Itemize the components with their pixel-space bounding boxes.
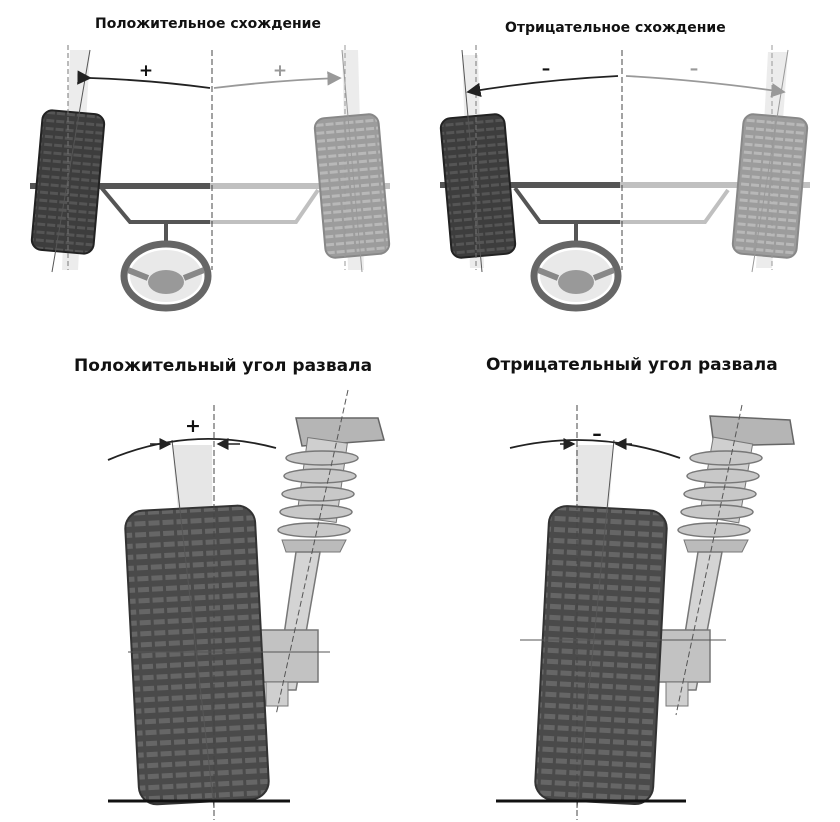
wheel-plane-right	[341, 49, 363, 273]
toe-arc-dark	[77, 70, 211, 89]
camber-wheel-plane	[171, 439, 215, 809]
camber-negative-title: Отрицательный угол развала	[486, 355, 778, 375]
toe-positive-title: Положительное схождение	[95, 16, 321, 32]
toe-negative-figure: – –	[439, 45, 810, 312]
camber-arc	[107, 438, 277, 461]
tire-right-light	[313, 113, 391, 259]
toe-arc-light-2	[625, 75, 786, 98]
tie-rod-dark	[98, 184, 210, 224]
toe-negative-sign-dark: –	[542, 59, 551, 79]
camber-positive-figure: +	[107, 389, 385, 820]
tire-camber-negative	[534, 505, 668, 806]
steering-wheel-icon	[530, 240, 622, 312]
toe-positive-sign-light: +	[273, 61, 287, 81]
camber-negative-figure: –	[496, 404, 795, 820]
strut-assembly-2	[629, 415, 795, 707]
camber-wheel-plane-2	[576, 439, 615, 809]
wheel-plane-left	[51, 49, 91, 273]
tire-right-light-2	[731, 113, 809, 259]
camber-positive-sign: +	[185, 415, 201, 437]
toe-arc-dark-2	[466, 75, 619, 98]
tie-rod-light	[210, 188, 320, 224]
toe-negative-sign-light: –	[690, 59, 699, 79]
camber-negative-sign: –	[592, 423, 602, 445]
strut-axis-2	[675, 404, 743, 716]
camber-positive-title: Положительный угол развала	[74, 356, 373, 376]
toe-positive-figure: + +	[30, 45, 391, 312]
wheel-plane-left-2	[461, 49, 483, 273]
toe-negative-title: Отрицательное схождение	[505, 20, 726, 36]
strut-axis	[275, 389, 349, 716]
steering-wheel-icon	[120, 240, 212, 312]
tire-left-dark-2	[439, 113, 517, 259]
toe-positive-sign-dark: +	[139, 61, 153, 81]
toe-arc-light	[213, 71, 342, 89]
camber-arc-2	[509, 439, 681, 459]
tie-rod-dark-2	[513, 186, 620, 224]
tie-rod-light-2	[620, 188, 730, 224]
